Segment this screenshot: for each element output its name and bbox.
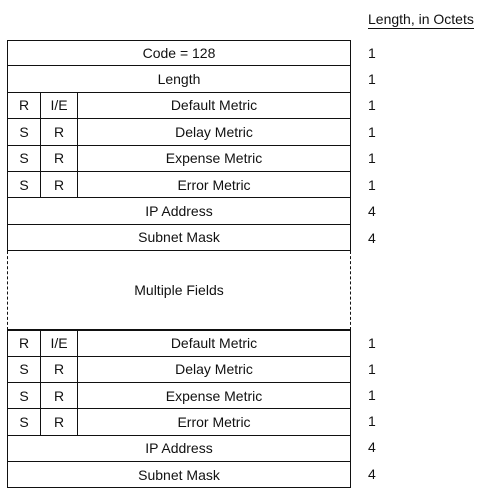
length-value: 1 [368,45,376,61]
field-length: Length [157,71,201,88]
length-value: 4 [368,466,376,482]
bit-r: R [41,145,78,171]
row-default-metric-2: R I/E Default Metric [7,330,351,357]
packet-format-table: Code = 128 Length R I/E Default Metric S… [7,40,351,489]
bit-s: S [8,356,41,382]
field-code: Code = 128 [142,45,216,62]
field-delay-metric: Delay Metric [175,123,253,140]
length-value: 1 [368,124,376,140]
field-subnet-mask: Subnet Mask [138,229,220,246]
row-subnet-mask-2: Subnet Mask [7,462,351,489]
length-value: 1 [368,387,376,403]
bit-r: R [41,409,78,435]
row-expense-metric-2: S R Expense Metric [7,382,351,410]
bit-s: S [8,382,41,409]
bit-s: S [8,145,41,171]
bit-r: R [8,331,41,356]
bit-ie: I/E [41,331,78,356]
bit-r: R [41,119,78,145]
bit-r: R [8,92,41,119]
length-value: 1 [368,150,376,166]
bit-r: R [41,382,78,409]
field-multiple-fields: Multiple Fields [134,282,224,299]
field-default-metric: Default Metric [170,335,258,352]
field-error-metric: Error Metric [177,413,251,430]
row-length: Length [7,66,351,93]
length-value: 1 [368,361,376,377]
field-ip-address: IP Address [145,440,213,457]
row-code: Code = 128 [7,40,351,67]
length-value: 4 [368,439,376,455]
row-error-metric-2: S R Error Metric [7,409,351,436]
field-delay-metric: Delay Metric [175,361,253,378]
bit-s: S [8,119,41,145]
row-subnet-mask: Subnet Mask [7,224,351,252]
length-value: 1 [368,413,376,429]
length-value: 1 [368,71,376,87]
field-expense-metric: Expense Metric [165,387,263,404]
field-subnet-mask: Subnet Mask [138,466,220,483]
bit-r: R [41,356,78,382]
row-delay-metric: S R Delay Metric [7,119,351,146]
length-value: 1 [368,177,376,193]
row-ip-address-2: IP Address [7,435,351,463]
bit-s: S [8,171,41,198]
length-value: 4 [368,230,376,246]
length-value: 1 [368,335,376,351]
length-column-header: Length, in Octets [368,11,474,29]
row-ip-address: IP Address [7,198,351,225]
bit-s: S [8,409,41,435]
row-multiple-fields: Multiple Fields [7,251,351,331]
field-expense-metric: Expense Metric [165,150,263,167]
row-delay-metric-2: S R Delay Metric [7,356,351,383]
bit-ie: I/E [41,92,78,119]
field-ip-address: IP Address [145,203,213,220]
length-value: 4 [368,203,376,219]
length-value: 1 [368,97,376,113]
field-default-metric: Default Metric [170,97,258,114]
row-expense-metric: S R Expense Metric [7,145,351,172]
row-default-metric: R I/E Default Metric [7,92,351,120]
field-error-metric: Error Metric [177,176,251,193]
bit-r: R [41,171,78,198]
row-error-metric: S R Error Metric [7,171,351,199]
